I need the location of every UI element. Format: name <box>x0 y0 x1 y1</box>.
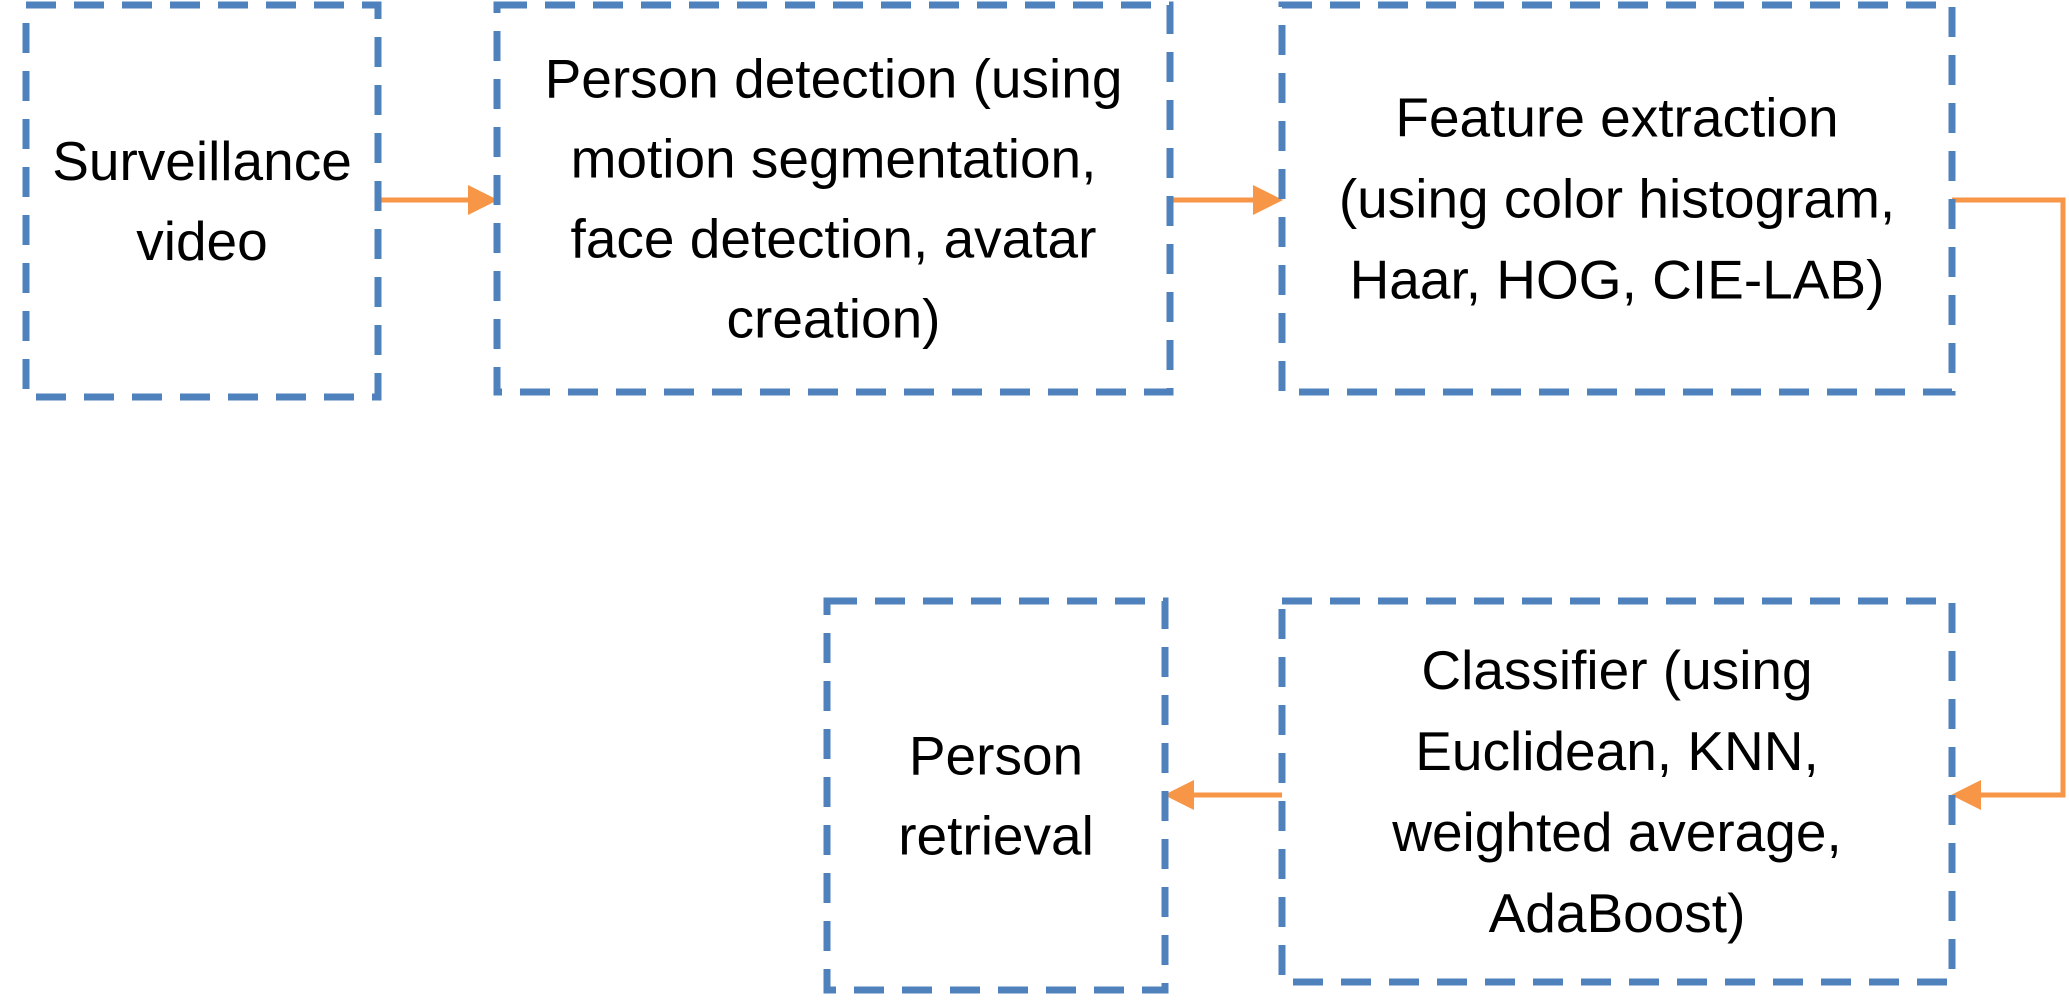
feature-extraction-box: Feature extraction (using color histogram… <box>1278 1 1956 396</box>
classifier-label-line: AdaBoost) <box>1489 882 1746 944</box>
person-detection-label-line: creation) <box>727 288 941 350</box>
person-retrieval-box: Person retrieval <box>823 597 1169 994</box>
surveillance-video-label-line: video <box>136 210 267 272</box>
person-detection-box: Person detection (using motion segmentati… <box>493 1 1174 396</box>
feature-extraction-border <box>1278 1 1956 396</box>
feature-extraction-label-line: Haar, HOG, CIE-LAB) <box>1350 249 1885 311</box>
surveillance-video-border <box>22 1 382 401</box>
arrow-feature-extraction-to-classifier <box>1951 197 2066 810</box>
person-detection-label-line: motion segmentation, <box>571 128 1097 190</box>
feature-extraction-label-line: Feature extraction <box>1395 87 1838 149</box>
classifier-label-line: Classifier (using <box>1421 639 1812 701</box>
person-detection-label-line: face detection, avatar <box>571 208 1097 270</box>
classifier-label-line: Euclidean, KNN, <box>1415 720 1819 782</box>
feature-extraction-label-line: (using color histogram, <box>1339 168 1895 230</box>
person-retrieval-border <box>823 597 1169 994</box>
person-retrieval-label-line: Person <box>909 725 1083 787</box>
person-detection-border <box>493 1 1174 396</box>
classifier-label-line: weighted average, <box>1391 801 1841 863</box>
surveillance-video-box: Surveillance video <box>22 1 382 401</box>
surveillance-video-label-line: Surveillance <box>52 130 352 192</box>
person-detection-label-line: Person detection (using <box>545 48 1123 110</box>
person-retrieval-label-line: retrieval <box>898 805 1094 867</box>
